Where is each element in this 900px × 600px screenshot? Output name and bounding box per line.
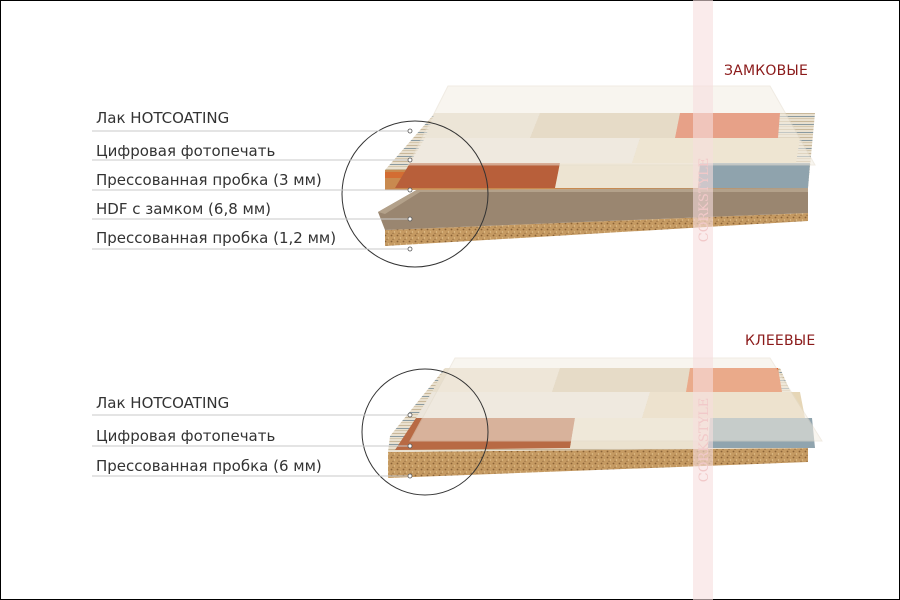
glue-hotcoating-layer (409, 357, 823, 442)
glue-cork-layer (388, 448, 808, 478)
glue-layer-label: Прессованная пробка (6 мм) (96, 457, 322, 475)
glue-magnifier (361, 368, 489, 496)
glue-leader-lines (92, 414, 410, 477)
glue-layer-label: Цифровая фотопечать (96, 427, 276, 445)
lock-section-title: ЗАМКОВЫЕ (724, 63, 808, 79)
lock-layer-label: HDF с замком (6,8 мм) (96, 200, 272, 218)
lock-leader-lines (92, 130, 410, 250)
lock-hotcoating-layer (407, 85, 816, 166)
glue-section-title: КЛЕЕВЫЕ (745, 333, 816, 349)
lock-layer-label: Прессованная пробка (3 мм) (96, 171, 322, 189)
lock-layer-label: Цифровая фотопечать (96, 142, 276, 160)
watermark-text: CORKSTYLE (697, 398, 712, 482)
lock-layer-label: Прессованная пробка (1,2 мм) (96, 229, 337, 247)
lock-layer-label: Лак HOTCOATING (96, 109, 230, 127)
watermark-band (693, 0, 713, 600)
watermark-text: CORKSTYLE (697, 158, 712, 242)
lock-magnifier (341, 120, 489, 268)
glue-layer-label: Лак HOTCOATING (96, 394, 230, 412)
lock-floor-board (378, 85, 816, 246)
